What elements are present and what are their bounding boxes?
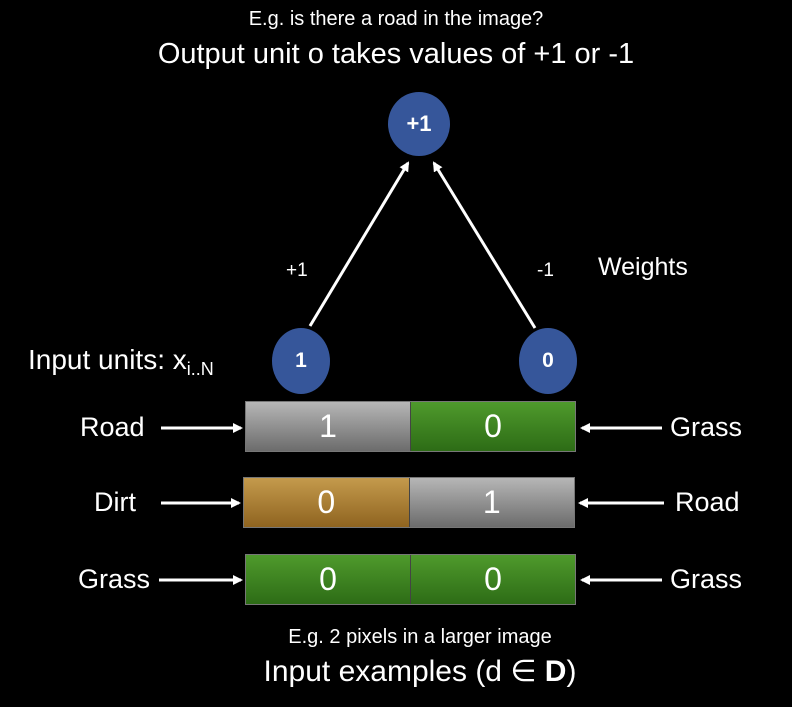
- bottom-title-suffix: ): [566, 655, 577, 688]
- input-units-label: Input units: xi..N: [28, 344, 214, 380]
- pixel-cell: 1: [246, 402, 410, 451]
- row-2-left-label: Dirt: [94, 487, 136, 517]
- weight-left-label: +1: [286, 260, 308, 281]
- pixel-row-3: 0 0: [245, 554, 576, 605]
- bottom-title: Input examples (d ∈ D): [24, 654, 792, 689]
- bottom-caption: E.g. 2 pixels in a larger image: [288, 626, 552, 648]
- row-3-right-label: Grass: [670, 564, 743, 594]
- input-units-subscript: i..N: [186, 359, 214, 379]
- pixel-cell: 0: [410, 555, 575, 604]
- edge-right-weight: [432, 161, 537, 329]
- weights-label: Weights: [598, 253, 688, 281]
- input-node-1: 1: [272, 328, 330, 394]
- pixel-cell: 0: [410, 402, 575, 451]
- row-3-left-label: Grass: [78, 564, 151, 594]
- edge-left-weight: [308, 161, 410, 327]
- top-caption: E.g. is there a road in the image?: [248, 8, 544, 30]
- weight-right-label: -1: [537, 260, 554, 281]
- bottom-title-bold: D: [544, 655, 567, 688]
- input-node-2: 0: [519, 328, 577, 394]
- top-title: Output unit o takes values of +1 or -1: [157, 38, 635, 70]
- pixel-row-2: 0 1: [243, 477, 575, 528]
- pixel-cell: 0: [246, 555, 410, 604]
- row-1-right-label: Grass: [670, 412, 743, 442]
- pixel-row-1: 1 0: [245, 401, 576, 452]
- bottom-title-prefix: Input examples (d ∈: [263, 655, 545, 688]
- output-node: +1: [388, 92, 450, 156]
- input-units-text: Input units: x: [28, 344, 187, 375]
- row-2-right-label: Road: [675, 487, 740, 517]
- pixel-cell: 1: [408, 478, 574, 527]
- row-1-left-label: Road: [80, 412, 145, 442]
- pixel-cell: 0: [244, 478, 409, 527]
